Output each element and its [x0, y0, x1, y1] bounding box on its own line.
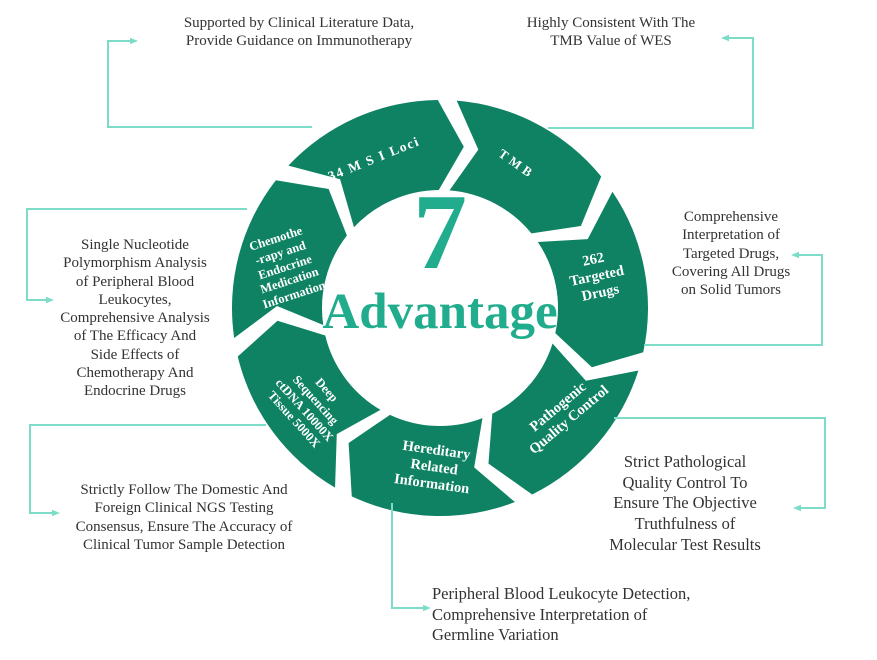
connector-arrow-left	[46, 296, 54, 304]
connector-top-left	[107, 40, 312, 128]
callout-immunotherapy-guidance: Supported by Clinical Literature Data,Pr…	[183, 15, 415, 50]
connector-arrow-top-left	[130, 37, 138, 45]
connector-bottom-left	[29, 424, 266, 514]
connector-bottom	[391, 503, 423, 609]
ring-segment-hereditary-related-information	[348, 414, 515, 516]
callout-germline-variation: Peripheral Blood Leukocyte Detection,Com…	[432, 584, 691, 645]
ring-segment-msi-loci	[288, 100, 464, 228]
center-title: 7 Advantage	[310, 173, 570, 340]
connector-top-right	[548, 37, 754, 129]
connector-bottom-right	[614, 417, 826, 509]
connector-arrow-bottom-right	[793, 504, 801, 512]
connector-right	[644, 254, 823, 346]
connector-arrow-top-right	[721, 34, 729, 42]
ring-segment-chemotherapy-endocrine	[232, 180, 347, 339]
connector-arrow-bottom-left	[52, 509, 60, 517]
ring-segment-tmb	[449, 100, 602, 234]
ring-segment-pathogenic-quality-control	[488, 343, 639, 495]
connector-arrow-right	[791, 251, 799, 259]
center-word: Advantage	[322, 283, 558, 340]
ring-segment-deep-sequencing	[237, 320, 381, 488]
connector-arrow-bottom	[423, 604, 431, 612]
center-number: 7	[413, 173, 467, 292]
ring-segment-targeted-drugs	[537, 191, 648, 368]
connector-left	[26, 208, 247, 301]
